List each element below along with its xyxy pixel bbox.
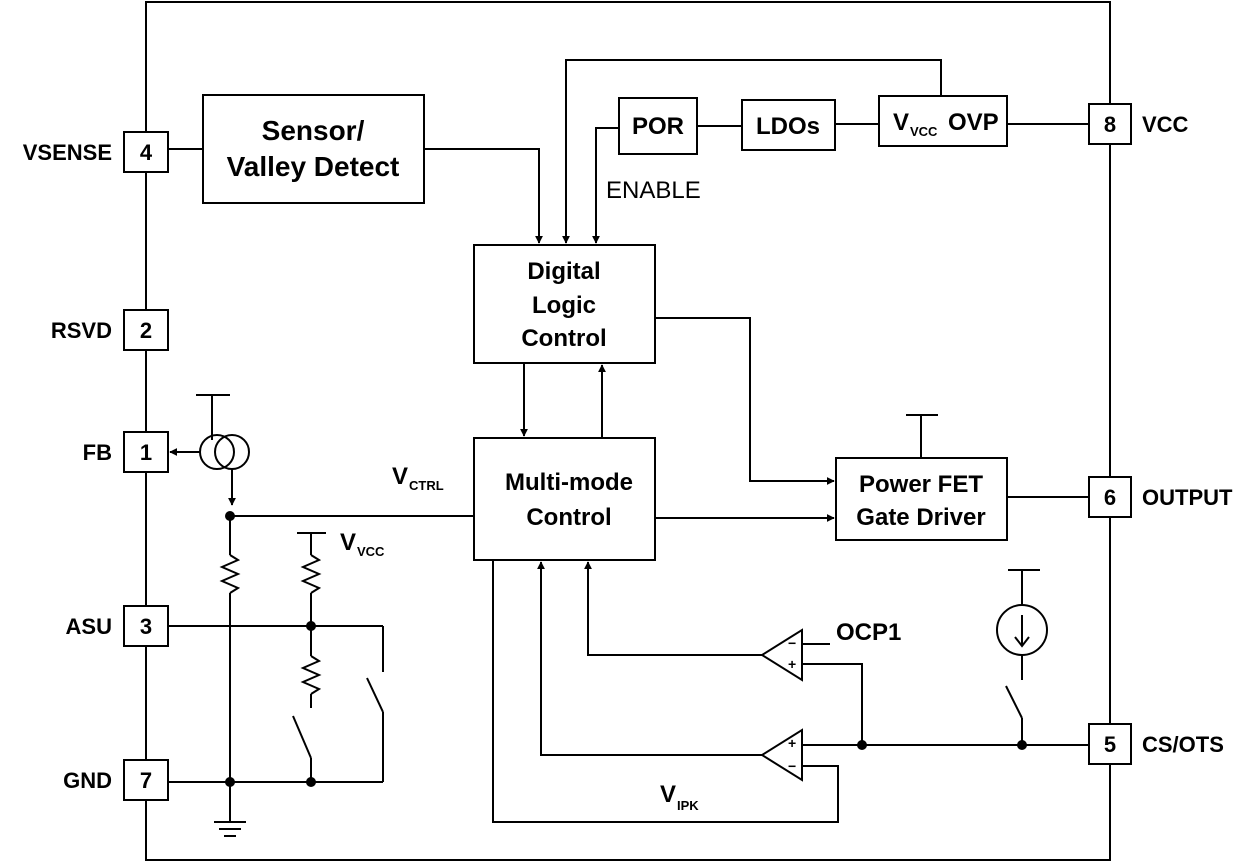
resistor-feedback <box>219 554 241 594</box>
svg-text:Control: Control <box>526 504 611 531</box>
switch-asu <box>292 715 312 759</box>
pin-vcc: 8 VCC <box>1088 103 1189 145</box>
resistor-asu-bottom <box>300 655 322 695</box>
svg-text:VCC: VCC <box>910 124 938 139</box>
digital-logic-control-block: Digital Logic Control <box>473 244 656 364</box>
pin-rsvd: 2 RSVD <box>51 309 169 351</box>
svg-text:V: V <box>340 529 356 556</box>
vipk-label: V IPK <box>660 781 699 813</box>
comparator-ocp1: − + <box>760 628 803 682</box>
vctrl-label: V CTRL <box>392 463 444 493</box>
node-cs-ocp <box>857 740 867 750</box>
svg-text:GND: GND <box>63 768 112 793</box>
svg-text:3: 3 <box>140 614 152 639</box>
wire-sensor-to-digital <box>424 148 543 244</box>
svg-text:4: 4 <box>140 140 153 165</box>
svg-text:1: 1 <box>140 440 152 465</box>
por-block: POR <box>618 97 698 155</box>
vvcc-label: V VCC <box>340 529 385 559</box>
pin-fb: 1 FB <box>83 431 169 473</box>
pin-output: 6 OUTPUT <box>1088 476 1233 518</box>
svg-text:IPK: IPK <box>677 798 699 813</box>
wire-vipk-comp-to-multimode <box>537 561 762 756</box>
svg-text:+: + <box>788 735 796 751</box>
svg-text:Valley Detect: Valley Detect <box>227 151 400 182</box>
wire-digital-to-driver <box>655 317 835 485</box>
svg-text:6: 6 <box>1104 485 1116 510</box>
ocp1-label: OCP1 <box>836 619 901 646</box>
svg-text:VCC: VCC <box>357 544 385 559</box>
enable-label: ENABLE <box>606 177 701 204</box>
svg-text:+: + <box>788 656 796 672</box>
current-source-fb <box>169 394 250 506</box>
switch-ots <box>1005 685 1023 719</box>
svg-text:Logic: Logic <box>532 292 596 319</box>
wire-ovp-to-digital <box>562 59 942 244</box>
svg-text:Gate Driver: Gate Driver <box>856 504 985 531</box>
sensor-valley-detect-block: Sensor/ Valley Detect <box>202 94 425 204</box>
svg-text:2: 2 <box>140 318 152 343</box>
svg-text:−: − <box>788 635 796 651</box>
multi-mode-control-block: Multi-mode Control <box>473 437 656 561</box>
svg-text:VCC: VCC <box>1142 112 1189 137</box>
resistor-asu-top <box>300 554 322 594</box>
svg-text:7: 7 <box>140 768 152 793</box>
svg-text:RSVD: RSVD <box>51 318 112 343</box>
ldos-block: LDOs <box>741 99 836 151</box>
ground-icon <box>214 821 246 837</box>
svg-text:OUTPUT: OUTPUT <box>1142 485 1233 510</box>
svg-text:OVP: OVP <box>948 109 999 136</box>
wire-enable <box>592 127 619 244</box>
svg-text:CTRL: CTRL <box>409 478 444 493</box>
vcc-ovp-block: V VCC OVP <box>878 95 1008 147</box>
svg-text:ASU: ASU <box>66 614 112 639</box>
current-source-ots <box>996 604 1048 656</box>
svg-text:V: V <box>392 463 408 490</box>
pin-gnd: 7 GND <box>63 759 169 801</box>
svg-text:Control: Control <box>521 325 606 352</box>
svg-text:Multi-mode: Multi-mode <box>505 469 633 496</box>
svg-text:V: V <box>660 781 676 808</box>
svg-text:CS/OTS: CS/OTS <box>1142 732 1224 757</box>
wire-vipk <box>492 560 839 823</box>
svg-text:Digital: Digital <box>527 258 600 285</box>
node-asu <box>306 621 316 631</box>
svg-text:5: 5 <box>1104 732 1116 757</box>
svg-text:Power FET: Power FET <box>859 471 983 498</box>
svg-text:LDOs: LDOs <box>756 113 820 140</box>
svg-text:POR: POR <box>632 113 684 140</box>
power-fet-gate-driver-block: Power FET Gate Driver <box>835 457 1008 541</box>
pin-csots: 5 CS/OTS <box>1088 723 1224 765</box>
comparator-vipk: + − <box>760 728 803 782</box>
svg-text:Sensor/: Sensor/ <box>262 115 365 146</box>
svg-text:−: − <box>788 758 796 774</box>
pin-asu: 3 ASU <box>66 605 169 647</box>
pin-vsense: 4 VSENSE <box>23 131 169 173</box>
svg-text:V: V <box>893 109 909 136</box>
svg-text:8: 8 <box>1104 112 1116 137</box>
svg-text:FB: FB <box>83 440 112 465</box>
svg-text:VSENSE: VSENSE <box>23 140 112 165</box>
wire-ocp1-to-multimode <box>584 561 762 656</box>
switch-asu-right <box>366 677 384 713</box>
